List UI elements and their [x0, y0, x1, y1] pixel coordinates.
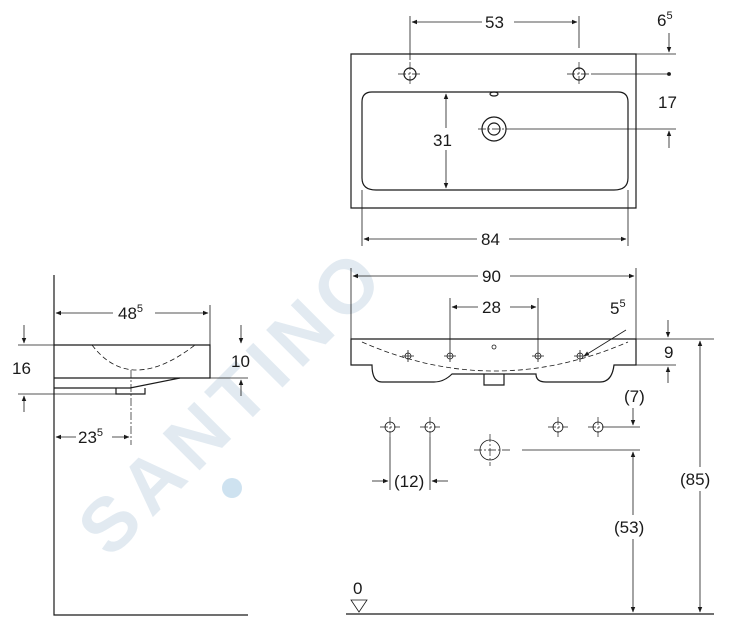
tap-edge-label: 65 — [657, 10, 673, 30]
label-bg — [428, 128, 464, 150]
install-height-label: (85) — [680, 470, 710, 489]
connection-axis-1 — [380, 417, 400, 437]
connection-axis-3 — [548, 417, 568, 437]
tap-spacing-label: 53 — [485, 13, 504, 32]
label-bg — [678, 467, 722, 491]
front-overflow-hole — [491, 344, 497, 350]
fixing-hole-2-ring — [446, 352, 454, 360]
side-drain-offset-label: 235 — [78, 427, 103, 447]
bowl-width-label: 84 — [481, 230, 500, 249]
overall-width-label: 90 — [482, 267, 501, 286]
front-basin-outline — [350, 338, 637, 383]
front-drain — [483, 374, 505, 386]
top-view: 53 65 17 31 84 — [350, 10, 677, 249]
fixing-holes — [402, 350, 586, 362]
connection-points — [380, 417, 608, 466]
connection-offset-label: (7) — [624, 387, 645, 406]
fixing-hole-3 — [532, 350, 544, 362]
edge-offset-arrow — [583, 329, 627, 357]
top-bowl-outline — [361, 91, 629, 191]
overflow-hole — [489, 91, 499, 97]
fixing-hole-2 — [444, 350, 456, 362]
drain-offset-label: 17 — [658, 93, 677, 112]
watermark-text: SANTINO — [62, 230, 404, 572]
side-drain — [115, 388, 146, 395]
bowl-depth-label: 31 — [433, 131, 452, 150]
connection-height-label: (53) — [614, 518, 644, 537]
floor-level-marker — [350, 599, 368, 613]
label-bg — [477, 228, 509, 248]
side-basin-outline — [54, 344, 211, 389]
side-height-left-label: 16 — [12, 359, 31, 378]
tap-axis-right — [567, 62, 591, 86]
connection-axis-2 — [420, 417, 440, 437]
label-bg — [612, 515, 656, 539]
connection-axis-4 — [588, 417, 608, 437]
label-bg — [478, 296, 510, 316]
edge-offset-label: 55 — [610, 298, 626, 318]
label-bg — [76, 426, 112, 446]
floor-level-label: 0 — [353, 579, 362, 598]
label-bg — [113, 302, 155, 322]
tap-axis-left — [398, 62, 422, 86]
watermark: SANTINO — [62, 230, 404, 572]
drain-connection-axis — [474, 434, 510, 466]
top-basin-outline — [350, 53, 637, 209]
label-bg — [482, 11, 514, 31]
fixing-spacing-label: 28 — [482, 298, 501, 317]
label-bg — [478, 265, 510, 285]
side-width-label: 485 — [118, 303, 143, 323]
side-height-right-label: 10 — [231, 352, 250, 371]
rim-height-label: 9 — [664, 343, 673, 362]
watermark-drop-icon — [222, 478, 242, 498]
front-view: 90 28 55 9 (7) — [346, 265, 722, 615]
side-view: 485 16 10 235 — [12, 275, 250, 616]
fixing-hole-4-ring — [576, 352, 584, 360]
front-bowl-dashed — [361, 341, 629, 372]
fixing-hole-3-ring — [534, 352, 542, 360]
fixing-hole-1 — [402, 350, 414, 362]
side-bowl-dashed — [91, 344, 196, 371]
connection-spacing-label: (12) — [394, 472, 424, 491]
fixing-hole-1-ring — [404, 352, 412, 360]
